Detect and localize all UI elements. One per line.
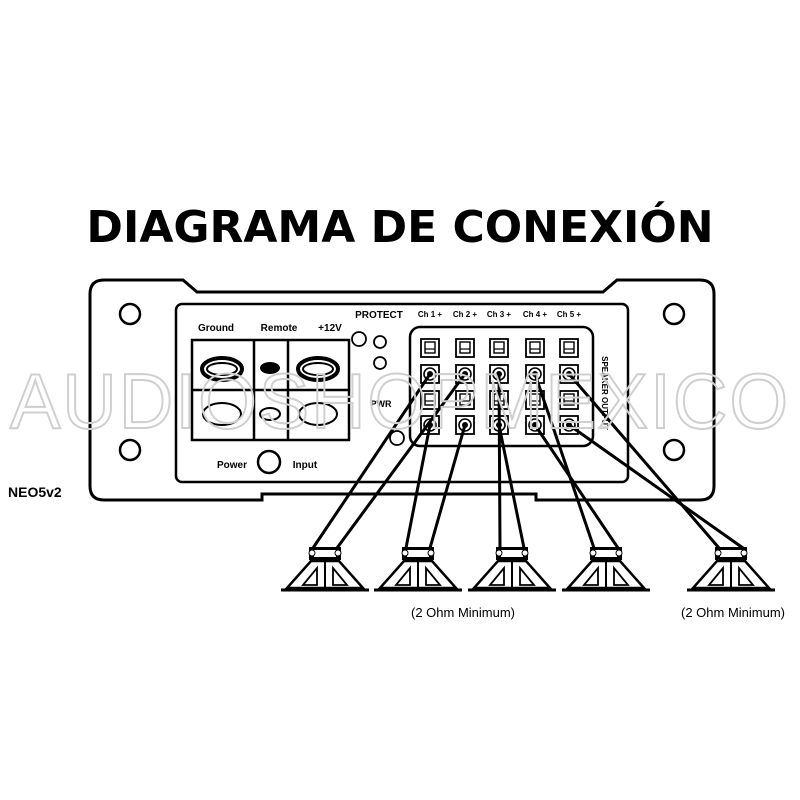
power-label: Power — [217, 460, 247, 471]
speaker-5 — [687, 547, 775, 592]
speaker-3 — [468, 547, 556, 592]
amplifier-chassis — [88, 278, 716, 502]
plus12v-label: +12V — [318, 323, 342, 334]
speaker-4 — [562, 547, 650, 592]
indicator-light-left — [351, 331, 367, 347]
channel-label-2: Ch 2 + — [453, 310, 478, 319]
speakers — [281, 547, 775, 592]
speaker-terminal — [420, 338, 440, 358]
ground-terminal — [200, 356, 244, 426]
power-terminal-block — [190, 338, 351, 442]
speaker-terminal — [455, 338, 475, 358]
protect-label: PROTECT — [355, 310, 403, 321]
channel-label-3: Ch 3 + — [487, 310, 512, 319]
mounting-hole-top-right — [662, 302, 686, 326]
indicator-light-bottom — [389, 430, 405, 446]
impedance-note-left: (2 Ohm Minimum) — [411, 605, 515, 620]
channel-label-4: Ch 4 + — [523, 310, 548, 319]
ground-label: Ground — [198, 323, 234, 334]
watermark-logo: AUDIOSHOPMEXICO — [10, 357, 790, 445]
speaker-2 — [374, 547, 462, 592]
speaker-output-block — [408, 325, 595, 448]
channel-label-5: Ch 5 + — [557, 310, 582, 319]
mounting-hole-bottom-left — [118, 438, 142, 462]
speaker-terminal — [525, 338, 545, 358]
model-label: NEO5v2 — [8, 484, 62, 500]
plus12v-terminal — [296, 356, 340, 426]
mounting-hole-bottom-right — [662, 438, 686, 462]
remote-terminal — [259, 362, 281, 421]
channel-label-1: Ch 1 + — [418, 310, 443, 319]
speaker-1 — [281, 547, 369, 592]
speaker-terminal — [559, 338, 579, 358]
remote-label: Remote — [261, 323, 298, 334]
mounting-hole-top-left — [118, 302, 142, 326]
speaker-terminal — [489, 338, 509, 358]
speaker-wires — [311, 372, 745, 550]
input-jack — [256, 449, 282, 475]
speaker-terminal — [559, 390, 579, 410]
impedance-note-right: (2 Ohm Minimum) — [681, 605, 785, 620]
input-label: Input — [293, 460, 318, 471]
speaker-terminal — [455, 390, 475, 410]
protect-led — [373, 335, 387, 349]
speaker-terminal — [455, 415, 475, 435]
amplifier-panel — [174, 302, 630, 484]
pwr-led — [373, 356, 387, 370]
diagram-title: DIAGRAMA DE CONEXIÓN — [86, 200, 713, 253]
speaker-output-label: SPEAKER OUTPUT — [600, 356, 609, 430]
speaker-terminal — [420, 390, 440, 410]
pwr-label: PWR — [371, 399, 392, 409]
